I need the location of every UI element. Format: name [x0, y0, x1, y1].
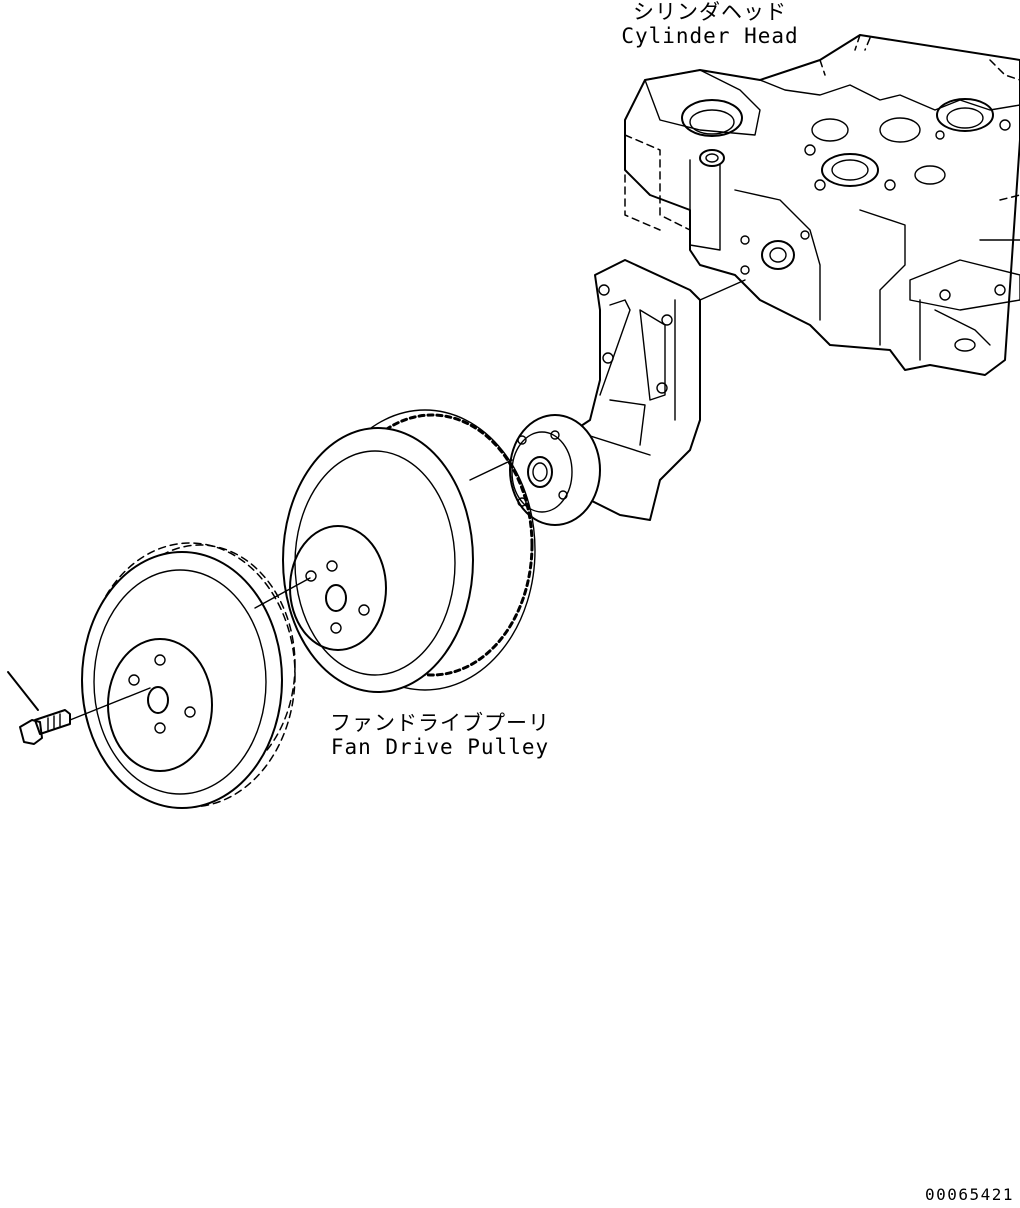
cylinder-head-label-jp: シリンダヘッド — [633, 0, 787, 24]
mounting-bolt — [7, 671, 71, 745]
fan-drive-pulley-label-jp: ファンドライブプーリ — [330, 711, 550, 735]
fan-drive-pulley-label-en: Fan Drive Pulley — [330, 735, 550, 759]
cylinder-head-label: シリンダヘッド Cylinder Head — [600, 0, 820, 48]
assembly-lines — [69, 279, 746, 721]
fan-drive-pulley-label: ファンドライブプーリ Fan Drive Pulley — [320, 711, 560, 759]
cylinder-head-label-en: Cylinder Head — [621, 24, 799, 48]
fan-drive-pulley-large — [282, 409, 536, 693]
drawing-reference-number: 00065421 — [924, 1185, 1014, 1204]
bearing-hub — [509, 414, 601, 526]
fan-drive-pulley-front — [81, 542, 296, 809]
cylinder-head — [624, 34, 1020, 376]
